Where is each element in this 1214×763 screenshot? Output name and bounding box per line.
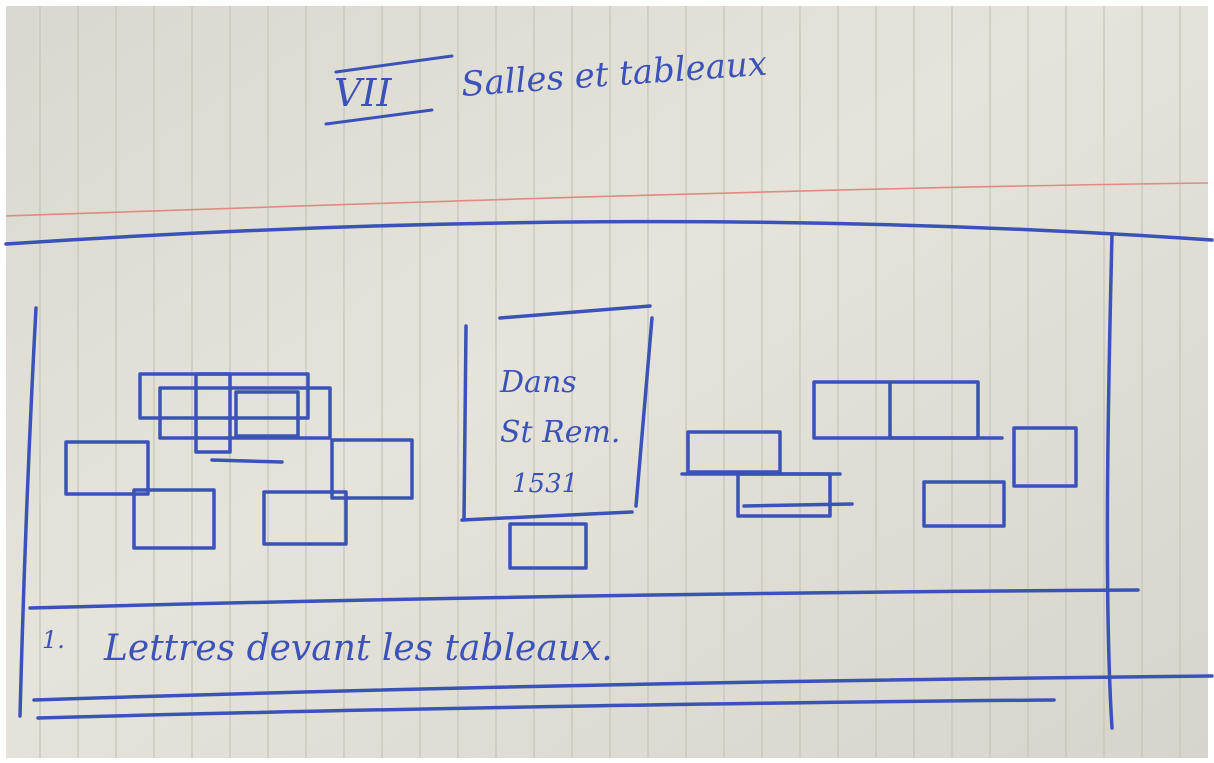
caption-text: Lettres devant les tableaux. [103,628,613,669]
caption: 1. Lettres devant les tableaux. [42,626,613,669]
center-line-2: St Rem. [500,415,620,450]
caption-marker: 1. [42,626,65,654]
center-line-3: 1531 [512,469,578,499]
center-line-1: Dans [499,365,577,400]
heading-number: VII [334,71,392,115]
